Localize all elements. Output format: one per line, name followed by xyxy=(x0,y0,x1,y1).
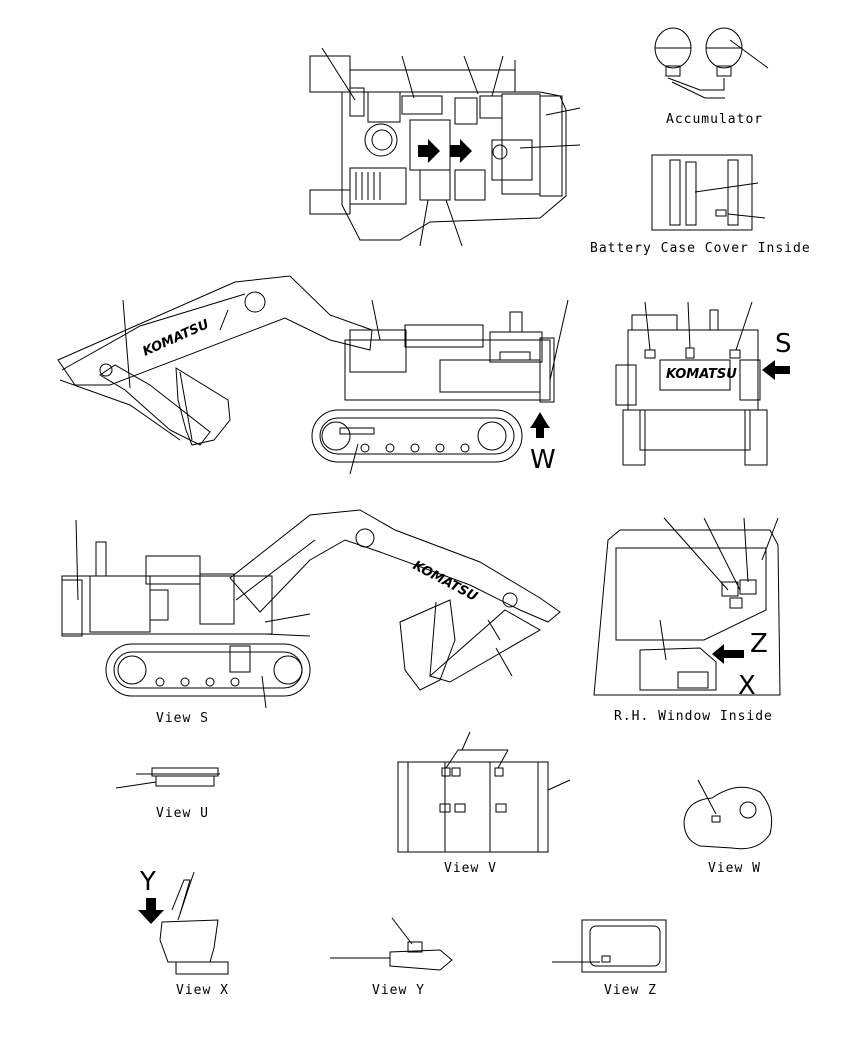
view-u: View U xyxy=(115,767,220,821)
rh-window-label: R.H. Window Inside xyxy=(614,709,773,724)
accumulator-detail: Accumulator xyxy=(654,27,769,127)
view-v-label: View V xyxy=(444,861,497,876)
view-u-label: View U xyxy=(156,806,209,821)
view-z-label: View Z xyxy=(604,983,657,998)
boom-brand-text: KOMATSU xyxy=(141,317,212,360)
view-s-label: View S xyxy=(156,711,209,726)
view-marker-w: W xyxy=(530,445,556,475)
view-marker-s: S xyxy=(775,329,792,359)
view-w: View W xyxy=(683,779,773,876)
rear-brand-text: KOMATSU xyxy=(666,367,737,382)
view-s: KOMATSU View S xyxy=(61,509,561,726)
rh-window-inside: Z X R.H. Window Inside xyxy=(593,517,781,724)
view-marker-y: Y xyxy=(139,867,156,897)
battery-case-label: Battery Case Cover Inside xyxy=(590,241,811,256)
view-v: View V xyxy=(397,731,571,876)
view-x: Y View X xyxy=(138,867,229,998)
top-plan-view xyxy=(309,47,581,247)
view-y-label: View Y xyxy=(372,983,425,998)
view-marker-z: Z xyxy=(750,629,768,659)
view-y: View Y xyxy=(330,917,453,998)
excavator-side-view: KOMATSU W xyxy=(57,275,569,475)
view-z: View Z xyxy=(552,919,667,998)
view-x-label: View X xyxy=(176,983,229,998)
view-w-label: View W xyxy=(708,861,761,876)
view-s-brand-text: KOMATSU xyxy=(410,558,480,605)
accumulator-label: Accumulator xyxy=(666,112,763,127)
view-marker-x: X xyxy=(738,671,756,701)
excavator-rear-view: KOMATSU S xyxy=(615,301,792,466)
battery-case-detail: Battery Case Cover Inside xyxy=(590,154,811,256)
